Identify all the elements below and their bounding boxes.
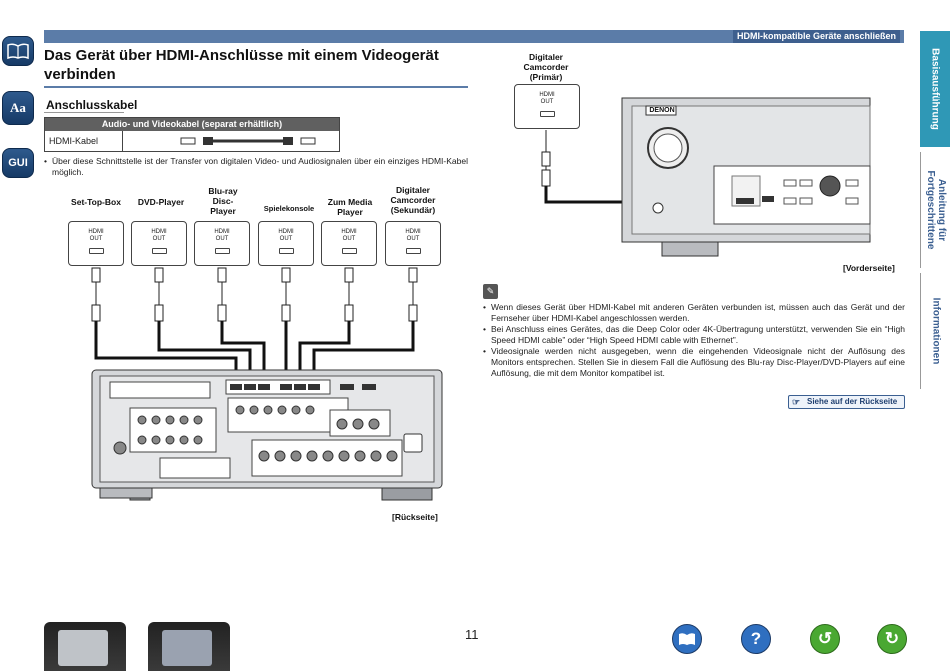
device-label-game-console: Spielekonsole xyxy=(263,204,315,213)
page-title: Das Gerät über HDMI-Anschlüsse mit einem… xyxy=(44,47,439,83)
port-label: HDMI xyxy=(539,92,555,98)
hdmi-port-icon xyxy=(342,248,357,254)
hdmi-port-icon xyxy=(152,248,167,254)
port-label: OUT xyxy=(540,99,554,105)
cable-set-top-box xyxy=(91,267,101,322)
device-camcorder-primary: HDMI OUT xyxy=(514,84,580,129)
hdmi-cable-illustration xyxy=(123,131,339,151)
hdmi-port-icon xyxy=(279,248,294,254)
receiver-thumbnail-button[interactable] xyxy=(44,622,126,671)
page-number: 11 xyxy=(465,627,479,642)
port-label: OUT xyxy=(215,236,229,242)
port-label: HDMI xyxy=(214,229,230,235)
device-label-dvd-player: DVD-Player xyxy=(137,197,185,207)
help-nav-button[interactable]: ? xyxy=(741,624,771,654)
section-subtitle: Anschlusskabel xyxy=(46,98,138,112)
port-label: HDMI xyxy=(278,229,294,235)
cable-dvd-player xyxy=(154,267,164,322)
receiver-icon xyxy=(58,630,108,666)
open-book-icon xyxy=(7,43,29,60)
subtitle-rule xyxy=(44,112,124,113)
hdmi-port-icon xyxy=(215,248,230,254)
pointing-hand-icon: ☞ xyxy=(792,397,801,407)
glossary-icon: Aa xyxy=(10,100,26,115)
contents-book-button[interactable] xyxy=(2,36,34,66)
port-label: OUT xyxy=(279,236,293,242)
port-label: OUT xyxy=(342,236,356,242)
port-label: HDMI xyxy=(341,229,357,235)
receiver-front-panel xyxy=(541,97,871,257)
hdmi-port-icon xyxy=(406,248,421,254)
device-label-camcorder-secondary: Digitaler Camcorder (Sekundär) xyxy=(390,185,436,215)
intro-note-text: Über diese Schnittstelle ist der Transfe… xyxy=(44,156,468,178)
tab-information[interactable]: Informationen xyxy=(920,273,950,389)
device-label-media-player: Zum Media Player xyxy=(327,197,373,217)
cable-name: HDMI-Kabel xyxy=(45,131,123,151)
cable-table-row: HDMI-Kabel xyxy=(45,131,339,151)
help-icon: ? xyxy=(750,629,762,648)
tip-item: Wenn dieses Gerät über HDMI-Kabel mit an… xyxy=(483,302,905,324)
gui-button[interactable]: GUI xyxy=(2,148,34,178)
port-label: HDMI xyxy=(88,229,104,235)
back-icon: ↺ xyxy=(817,629,833,648)
title-rule xyxy=(44,86,468,88)
tab-advanced-guide[interactable]: Anleitung für Fortgeschrittene xyxy=(920,152,950,268)
receiver-rear-panel xyxy=(91,369,443,501)
device-label-camcorder-primary: Digitaler Camcorder (Primär) xyxy=(523,52,569,82)
section-label: HDMI-kompatible Geräte anschließen xyxy=(732,30,900,43)
cable-bluray-player xyxy=(217,267,227,322)
cable-table: Audio- und Videokabel (separat erhältlic… xyxy=(44,117,340,152)
brand-logo: DENON xyxy=(649,107,675,114)
device-label-set-top-box: Set-Top-Box xyxy=(71,197,121,207)
bluray-thumbnail-button[interactable] xyxy=(148,622,230,671)
forward-icon: ↻ xyxy=(884,629,900,648)
see-rear-link-label: Siehe auf der Rückseite xyxy=(807,397,898,406)
pencil-note-icon: ✎ xyxy=(483,284,498,299)
tip-item: Videosignale werden nicht ausgegeben, we… xyxy=(483,346,905,379)
tip-item: Bei Anschluss eines Gerätes, das die Dee… xyxy=(483,324,905,346)
cable-camcorder-secondary xyxy=(408,267,418,322)
device-label-bluray-player: Blu-ray Disc-Player xyxy=(208,186,238,216)
section-header-bar: HDMI-kompatible Geräte anschließen xyxy=(44,30,904,43)
rear-caption: [Rückseite] xyxy=(392,512,438,522)
contents-nav-button[interactable] xyxy=(672,624,702,654)
tips-list: Wenn dieses Gerät über HDMI-Kabel mit an… xyxy=(483,302,905,379)
tab-basic-operation[interactable]: Basisausführung xyxy=(920,31,950,147)
intro-note: Über diese Schnittstelle ist der Transfe… xyxy=(44,156,468,178)
disc-player-icon xyxy=(162,630,212,666)
cable-table-header: Audio- und Videokabel (separat erhältlic… xyxy=(45,118,339,131)
hdmi-port-icon xyxy=(89,248,104,254)
forward-nav-button[interactable]: ↻ xyxy=(877,624,907,654)
port-label: HDMI xyxy=(151,229,167,235)
hdmi-cable-icon xyxy=(180,137,316,145)
cable-game-console xyxy=(281,267,291,322)
see-rear-link[interactable]: ☞ Siehe auf der Rückseite xyxy=(788,395,905,409)
back-nav-button[interactable]: ↺ xyxy=(810,624,840,654)
book-icon xyxy=(679,633,695,645)
port-label: OUT xyxy=(152,236,166,242)
port-label: OUT xyxy=(89,236,103,242)
cable-media-player xyxy=(344,267,354,322)
gui-icon: GUI xyxy=(8,157,28,169)
hdmi-port-icon xyxy=(540,111,555,117)
glossary-button[interactable]: Aa xyxy=(2,91,34,125)
port-label: HDMI xyxy=(405,229,421,235)
port-label: OUT xyxy=(406,236,420,242)
front-caption: [Vorderseite] xyxy=(843,263,895,273)
